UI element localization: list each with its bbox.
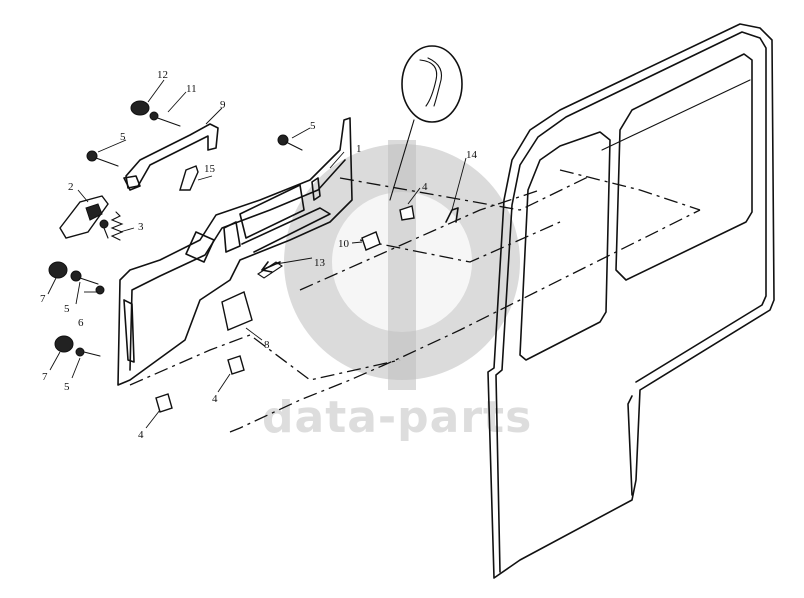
callout-15: 15: [204, 163, 216, 175]
callout-14: 14: [466, 149, 478, 161]
callout-9: 9: [220, 99, 226, 111]
callout-5-top-middle: 5: [310, 120, 316, 132]
callout-4-middle: 4: [212, 393, 218, 405]
leader-lines: [47, 79, 467, 429]
callout-12: 12: [157, 69, 168, 81]
handle-insert-15: [179, 165, 199, 191]
spring-3: [110, 211, 124, 241]
callout-5-top-left: 5: [120, 131, 126, 143]
fasteners: [48, 100, 415, 413]
cab-frame: [487, 23, 775, 579]
strip-14: [445, 207, 459, 223]
trim-panel-1: [117, 117, 353, 386]
switch-2: [59, 195, 109, 239]
callout-1: 1: [356, 143, 362, 155]
callout-6: 6: [78, 317, 84, 329]
callout-7-upper: 7: [40, 293, 46, 305]
grab-handle-9: [123, 123, 219, 191]
assembly-guides: [129, 169, 701, 433]
callout-4-right: 4: [422, 181, 428, 193]
detail-inset: [389, 45, 463, 201]
callout-13: 13: [314, 257, 326, 269]
callout-11: 11: [186, 83, 197, 95]
clip-10: [361, 231, 381, 251]
watermark-text: data-parts: [262, 392, 532, 443]
callout-5-left-mid: 5: [64, 303, 70, 315]
callout-7-lower: 7: [42, 371, 48, 383]
callout-10: 10: [338, 238, 350, 250]
callout-8: 8: [264, 339, 270, 351]
callout-4-bottom: 4: [138, 429, 144, 441]
callout-5-lower: 5: [64, 381, 70, 393]
callout-3: 3: [138, 221, 144, 233]
callout-labels: 12 11 9 5 5 1 14 15 2 4 3 10 13 7 5 6 8 …: [40, 69, 478, 441]
callout-2: 2: [68, 181, 74, 193]
cover-plate-8: [221, 291, 253, 331]
watermark-logo: [284, 140, 520, 390]
